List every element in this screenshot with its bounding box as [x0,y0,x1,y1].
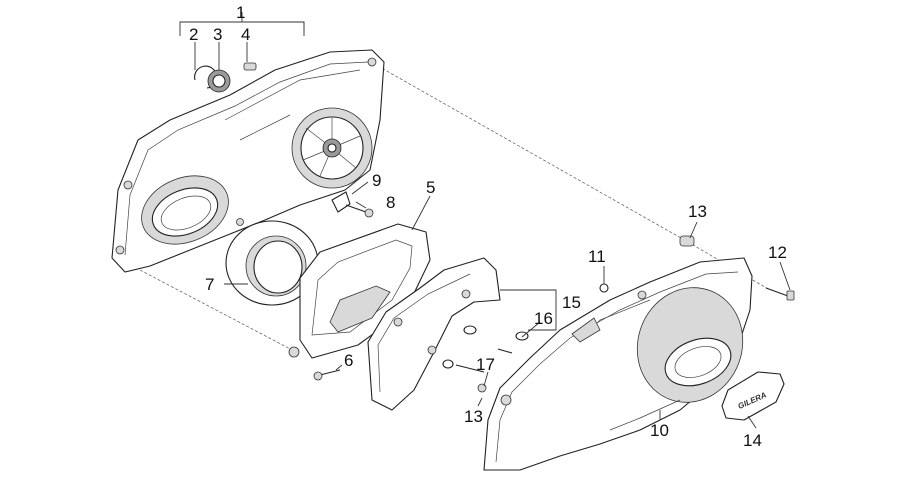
inner-transmission-cover [111,49,385,273]
callout-1: 1 [236,3,245,22]
callout-16: 16 [534,309,553,328]
screw-6 [313,369,341,381]
callout-3: 3 [213,25,222,44]
callout-13-upper: 13 [688,202,707,221]
callout-9: 9 [372,171,381,190]
callout-15: 15 [562,293,581,312]
air-duct [288,223,431,359]
leader-lines [179,12,791,429]
callout-2: 2 [189,25,198,44]
callout-10: 10 [650,421,669,440]
clip-and-screw [331,191,374,218]
callout-11: 11 [588,247,606,266]
callout-12: 12 [768,243,787,262]
callout-6: 6 [344,351,353,370]
callout-13-lower: 13 [464,407,483,426]
callout-8: 8 [386,193,395,212]
callout-14: 14 [743,431,762,450]
callout-labels: 1 2 3 4 9 8 5 7 6 15 16 17 13 11 13 12 1… [189,3,787,450]
bracket [367,257,501,411]
gilera-emblem: GILERA [721,371,785,421]
callout-7: 7 [205,275,214,294]
callout-17: 17 [476,355,495,374]
callout-4: 4 [241,25,250,44]
bearing [207,69,231,93]
outer-transmission-cover [483,257,753,471]
dowel-pin [243,62,257,71]
seal-ring [225,220,319,306]
callout-5: 5 [426,178,435,197]
